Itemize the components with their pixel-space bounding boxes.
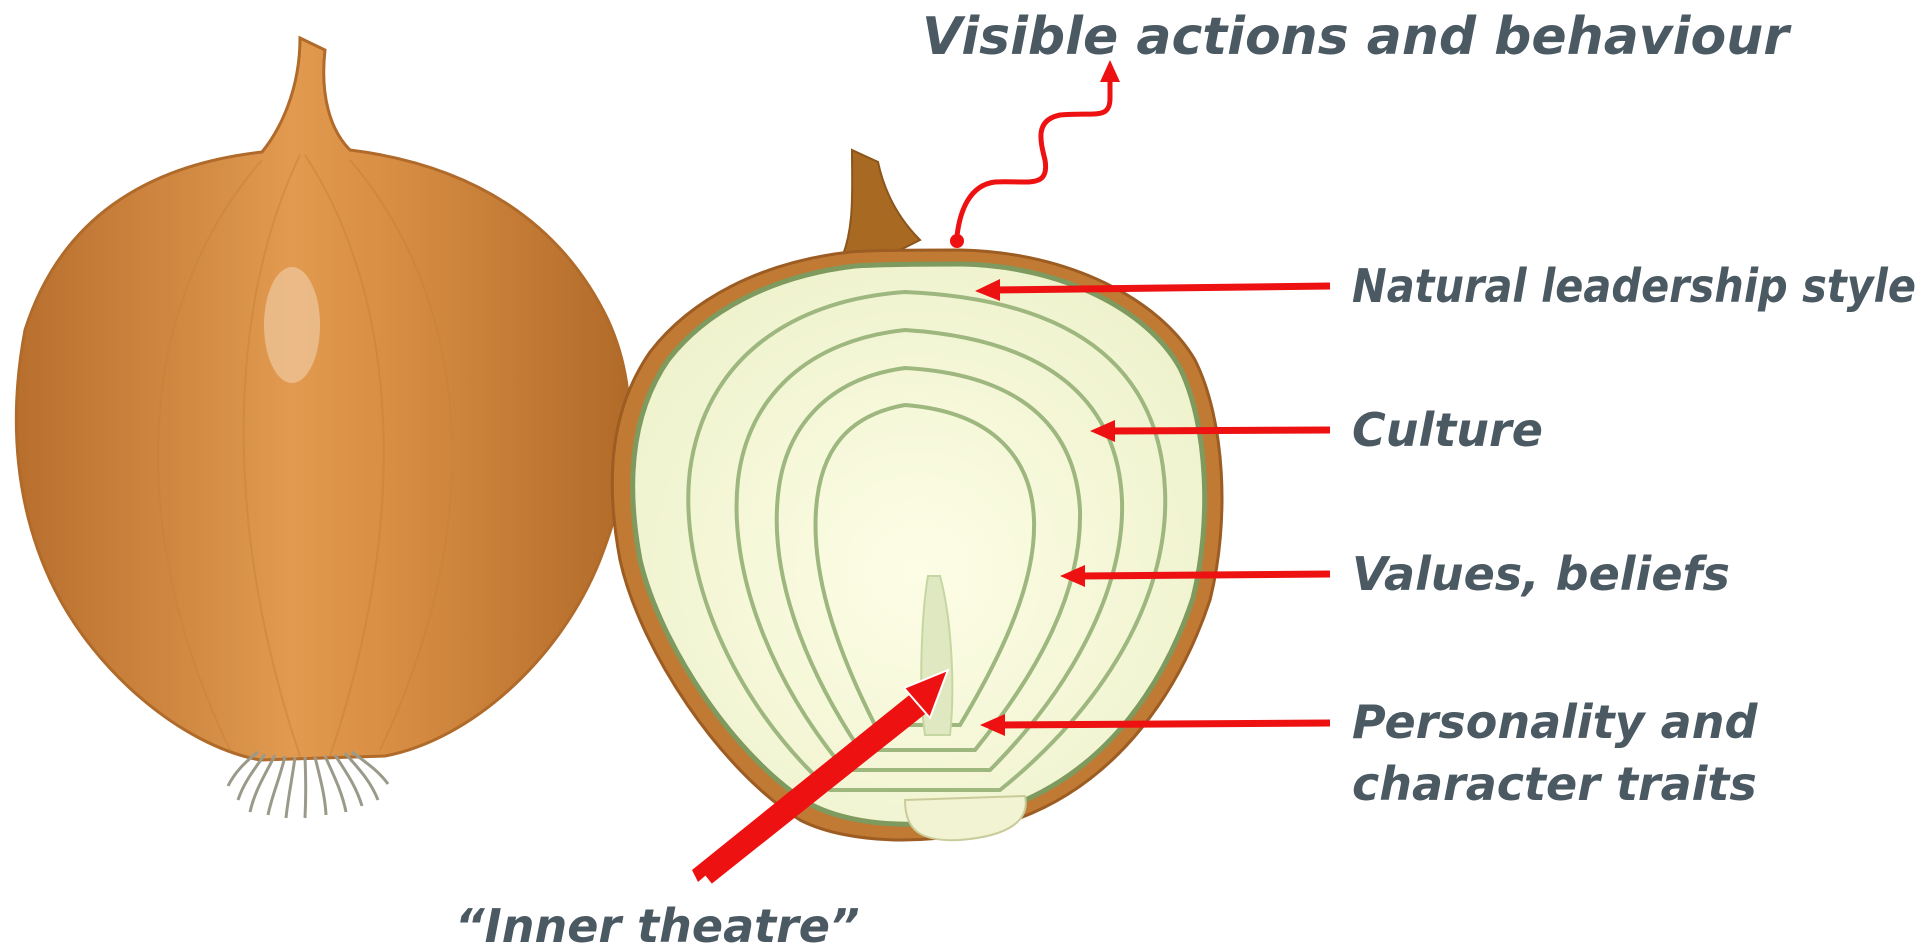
whole-onion-body	[16, 38, 629, 760]
half-onion-stem	[840, 150, 920, 262]
arrow-values	[1080, 574, 1330, 576]
wavy-arrow	[957, 80, 1110, 236]
arrow-personality	[1000, 723, 1330, 725]
arrow-culture	[1110, 430, 1330, 431]
whole-onion	[16, 38, 629, 818]
label-visible-actions: Visible actions and behaviour	[922, 7, 1792, 67]
arrow-leadership-style	[992, 286, 1330, 290]
label-personality-line1: Personality and	[1352, 695, 1758, 749]
arrow-origin-dot	[950, 234, 964, 248]
label-culture: Culture	[1352, 403, 1543, 457]
label-leadership-style: Natural leadership style	[1352, 259, 1916, 313]
label-values: Values, beliefs	[1352, 547, 1730, 601]
onion-base-plate	[905, 796, 1026, 840]
onion-highlight	[264, 267, 320, 383]
label-inner-theatre: “Inner theatre”	[455, 899, 860, 950]
label-personality-line2: character traits	[1352, 757, 1757, 811]
onion-roots	[228, 752, 388, 818]
half-onion	[612, 150, 1222, 840]
